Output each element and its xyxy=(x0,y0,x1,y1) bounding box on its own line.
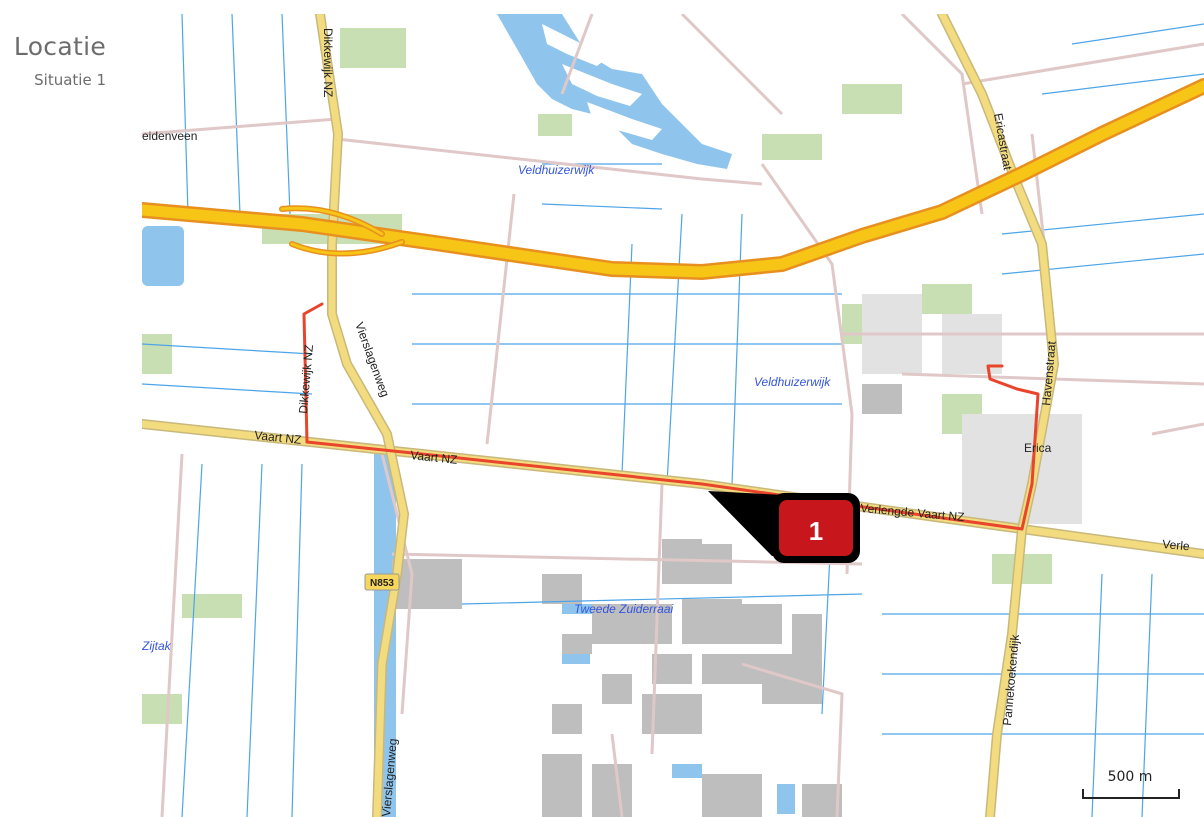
label-veldhuizerwijk-mid: Veldhuizerwijk xyxy=(754,375,831,389)
pond-3 xyxy=(672,764,702,778)
map-canvas[interactable]: N853 eidenveen Veldhuizerwijk Veldhuizer… xyxy=(142,14,1204,817)
pond-1 xyxy=(562,604,592,614)
marker-number: 1 xyxy=(809,516,823,546)
page-title: Locatie xyxy=(13,32,106,61)
label-havenstraat: Havenstraat xyxy=(1039,340,1059,406)
svg-text:N853: N853 xyxy=(370,578,394,589)
label-zijtak: Zijtak xyxy=(142,639,172,653)
scale-bar: 500 m xyxy=(1082,769,1180,799)
label-eidenveen: eidenveen xyxy=(142,129,197,143)
road-shield-n853: N853 xyxy=(364,573,400,591)
page-subtitle: Situatie 1 xyxy=(34,71,106,89)
scale-label: 500 m xyxy=(1107,769,1153,785)
scale-line xyxy=(1082,789,1180,799)
label-vaart-nz-2: Vaart NZ xyxy=(410,448,458,467)
label-veldhuizerwijk-top: Veldhuizerwijk xyxy=(518,163,595,177)
lake-west xyxy=(142,226,184,286)
label-verlengde-vaart: Verlengde Vaart NZ xyxy=(860,501,965,524)
motorway xyxy=(142,78,1204,281)
label-ericastraat: Ericastraat xyxy=(991,112,1015,172)
map-view[interactable]: N853 eidenveen Veldhuizerwijk Veldhuizer… xyxy=(142,14,1204,817)
label-erica: Erica xyxy=(1024,441,1052,455)
ditches xyxy=(142,14,1204,817)
location-marker-1[interactable]: 1 xyxy=(708,491,860,563)
label-vaart-nz-1: Vaart NZ xyxy=(254,428,302,447)
label-dikkewijk-mid: Dikkewijk NZ xyxy=(296,344,316,414)
marker-badge xyxy=(779,500,853,556)
route-line xyxy=(302,302,1040,531)
label-vierslagenweg-bottom: Vierslagenweg xyxy=(379,738,400,817)
marina-land xyxy=(542,24,662,140)
label-verle: Verle xyxy=(1162,537,1191,553)
label-pannekoekendijk: Pannekoekendijk xyxy=(1000,633,1022,726)
label-tweede-zuiderraai: Tweede Zuiderraai xyxy=(574,602,673,616)
sidebar: Locatie Situatie 1 xyxy=(0,0,142,817)
label-dikkewijk-top: Dikkewijk NZ xyxy=(321,28,335,97)
pond-4 xyxy=(777,784,795,814)
